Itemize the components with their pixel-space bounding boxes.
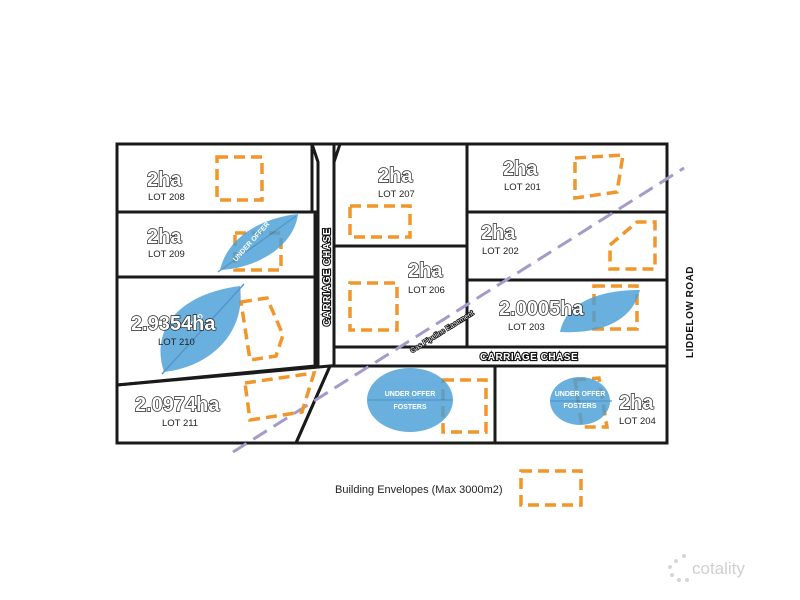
- lot-204-parcel[interactable]: [493, 364, 669, 445]
- envelope-lot-202: [608, 220, 657, 271]
- carriage-chase-vertical-label: CARRIAGE CHASE: [322, 228, 333, 326]
- envelope-lot-208: [215, 155, 264, 202]
- brand-name: cotality: [692, 559, 745, 578]
- brand-logo-icon: [668, 554, 689, 582]
- lot-211-area: 2.0974ha: [135, 394, 220, 416]
- gas-pipeline-easement-line: [232, 166, 685, 454]
- lot-204-area: 2ha: [619, 392, 654, 414]
- building-envelopes: [215, 153, 657, 434]
- legend-label: Building Envelopes (Max 3000m2): [335, 484, 503, 496]
- envelope-lot-206: [348, 281, 399, 332]
- under-offer-stamp-lot-209: [217, 214, 298, 273]
- sold-stamp-lot-210: [160, 283, 245, 375]
- brand-watermark: cotality: [668, 554, 745, 582]
- lot-203-label: LOT 203: [508, 322, 545, 333]
- envelope-lot-211: [243, 370, 317, 423]
- lot-208-label: LOT 208: [148, 192, 185, 203]
- lot-labels: 2ha LOT 208 2ha LOT 209 2.9354ha LOT 210…: [130, 157, 656, 429]
- envelope-lot-204: [572, 376, 610, 429]
- carriage-chase-horizontal-label: CARRIAGE CHASE: [480, 352, 578, 363]
- under-offer-stamp-lot-203: [560, 290, 640, 333]
- lot-boundaries: [115, 142, 669, 445]
- lot-207-area: 2ha: [378, 165, 413, 187]
- under-offer-stamp-lot-205: [367, 368, 453, 432]
- under-offer-stamp-lot-204: [550, 377, 612, 425]
- stamp-text-lot-204-line2: FOSTERS: [563, 403, 596, 410]
- lot-207-label: LOT 207: [378, 189, 415, 200]
- lot-210-area: 2.9354ha: [131, 313, 216, 335]
- envelope-lot-203: [592, 284, 639, 331]
- envelope-lot-207: [348, 204, 412, 239]
- lot-210-label: LOT 210: [158, 337, 195, 348]
- lot-209-label: LOT 209: [148, 249, 185, 260]
- stamp-text-lot-204-line1: UNDER OFFER: [555, 391, 606, 398]
- lot-208-area: 2ha: [147, 169, 182, 191]
- liddelow-road-label: LIDDELOW ROAD: [685, 266, 696, 358]
- lot-206-label: LOT 206: [408, 285, 445, 296]
- lot-209-area: 2ha: [147, 226, 182, 248]
- lot-201-label: LOT 201: [504, 182, 541, 193]
- lot-211-label: LOT 211: [162, 418, 198, 429]
- lot-206-area: 2ha: [408, 260, 443, 282]
- lot-202-area: 2ha: [481, 222, 516, 244]
- lot-203-area: 2.0005ha: [499, 298, 584, 320]
- stamp-text-lot-205-line1: UNDER OFFER: [385, 391, 436, 398]
- legend: Building Envelopes (Max 3000m2): [335, 469, 583, 507]
- lot-201-area: 2ha: [503, 158, 538, 180]
- sale-stamps: [160, 214, 640, 432]
- envelope-lot-201: [573, 153, 626, 201]
- lot-204-label: LOT 204: [619, 416, 656, 427]
- envelope-lot-210: [239, 296, 285, 362]
- lot-201-parcel[interactable]: [465, 142, 669, 214]
- legend-envelope-swatch: [519, 469, 583, 507]
- stamp-text-lot-205-line2: FOSTERS: [393, 404, 426, 411]
- lot-202-label: LOT 202: [482, 246, 519, 257]
